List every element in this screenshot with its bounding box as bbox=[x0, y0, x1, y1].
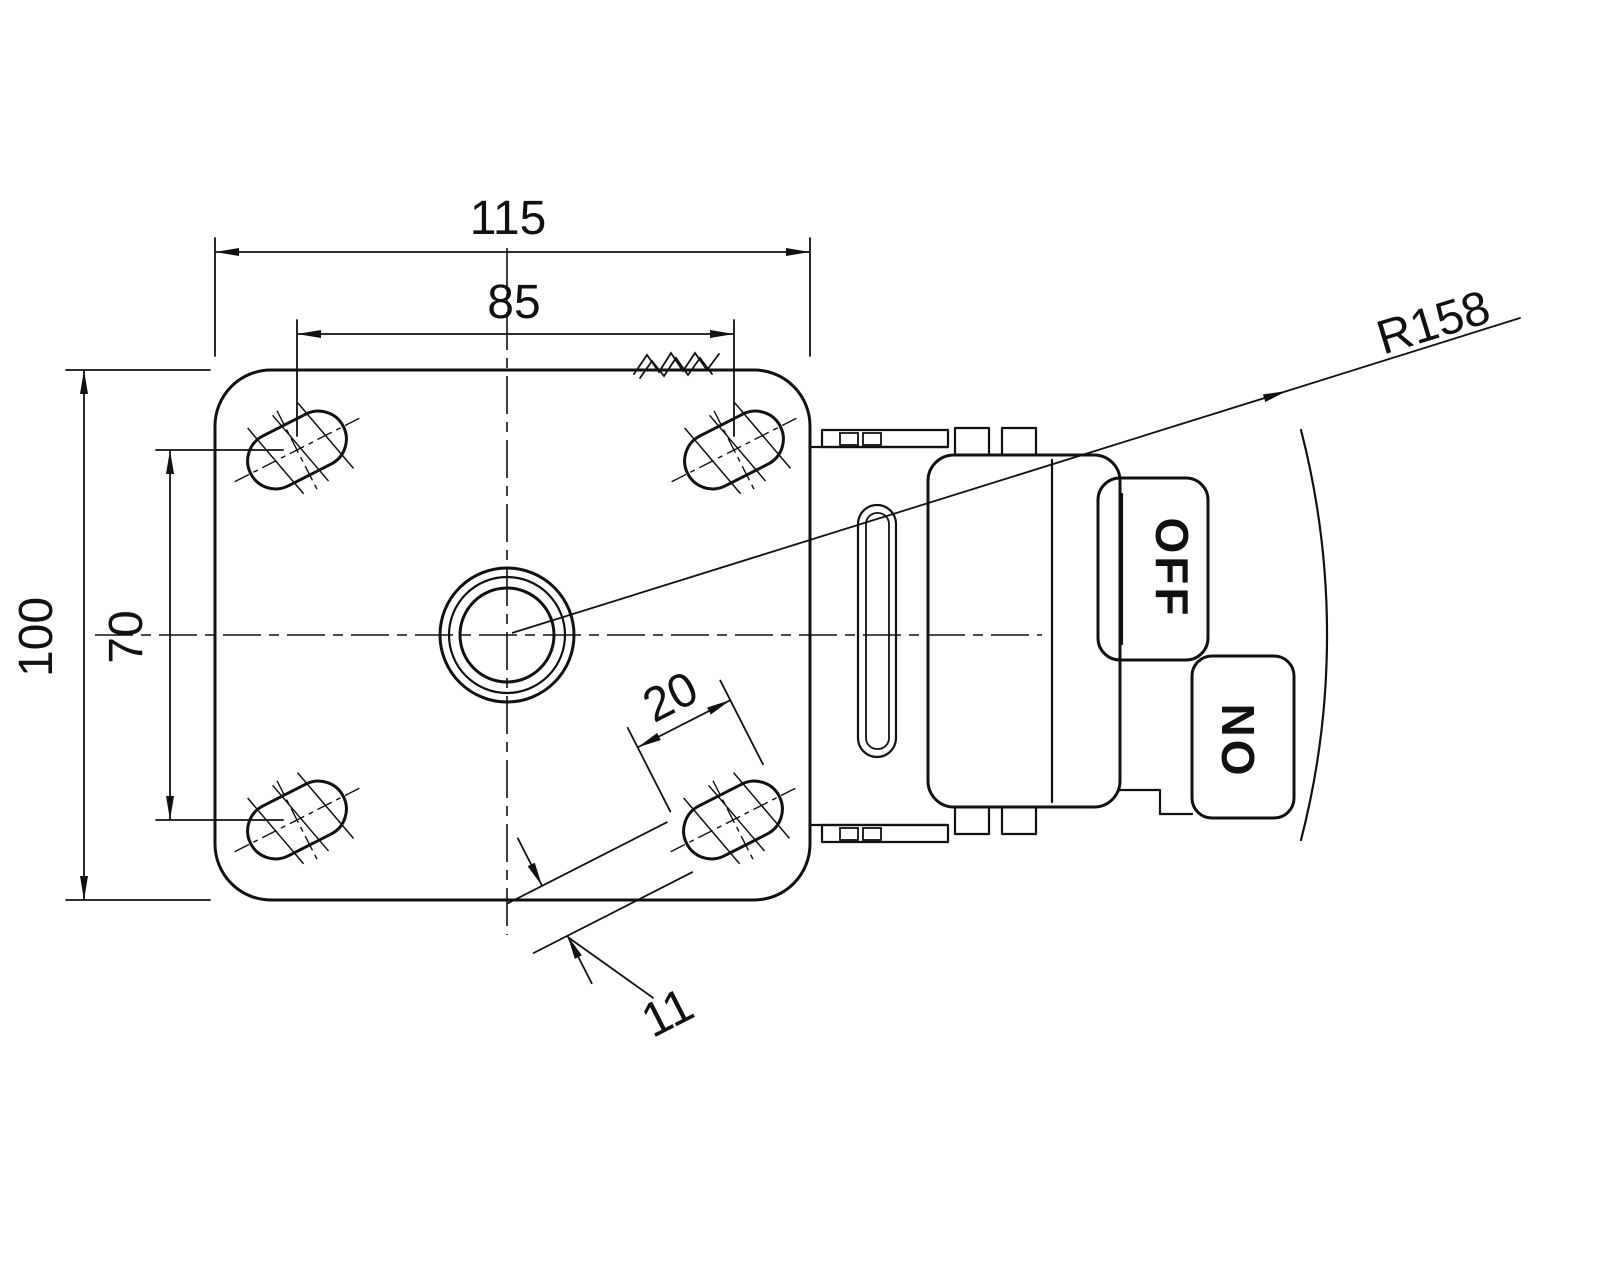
slot-hole-top-right bbox=[671, 402, 797, 495]
center-bore-chamfer bbox=[447, 575, 567, 695]
thread-symbol bbox=[633, 351, 720, 379]
dimension-plate-width: 115 bbox=[214, 192, 811, 357]
dimension-plate-height: 100 bbox=[10, 369, 211, 901]
brake-pedal-on: ON bbox=[1118, 654, 1296, 820]
kingpin-slot-inner bbox=[865, 512, 890, 750]
housing-tab bbox=[953, 805, 991, 836]
off-pedal-outline bbox=[1096, 476, 1210, 662]
brake-pedal-off: OFF bbox=[1096, 476, 1210, 662]
slot-hole-bottom-right: 20 11 bbox=[507, 662, 796, 1048]
fork-brake-assembly: OFF ON bbox=[808, 426, 1329, 844]
fork-bottom-band bbox=[820, 823, 950, 844]
housing-tab bbox=[1000, 805, 1038, 836]
wheel-radius-arc bbox=[1299, 428, 1329, 842]
dimension-label-plate-width: 115 bbox=[470, 192, 547, 245]
on-pedal-label: ON bbox=[1212, 701, 1264, 776]
dimension-label-bolt-spacing-horizontal: 85 bbox=[487, 276, 540, 329]
centerlines bbox=[95, 248, 1042, 935]
mounting-plate: 20 11 bbox=[213, 351, 812, 1048]
kingpin-slot-outer bbox=[856, 503, 898, 759]
dimension-bolt-spacing-horizontal: 85 bbox=[296, 276, 735, 437]
center-bore-inner bbox=[458, 586, 556, 684]
slot-hole-bottom-left bbox=[234, 772, 360, 865]
fork-top-band bbox=[820, 428, 950, 449]
dimension-label-bolt-spacing-vertical: 70 bbox=[100, 610, 153, 663]
dimension-label-wheel-radius: R158 bbox=[1371, 281, 1496, 365]
off-pedal-label: OFF bbox=[1146, 518, 1198, 619]
dimension-bolt-spacing-vertical: 70 bbox=[100, 449, 284, 821]
dimension-slot-width: 11 bbox=[507, 821, 702, 1048]
dimension-label-plate-height: 100 bbox=[10, 597, 63, 677]
on-pedal-outline bbox=[1190, 654, 1296, 820]
dimension-slot-length: 20 bbox=[626, 662, 764, 813]
center-bore-outer bbox=[438, 566, 576, 704]
brake-housing bbox=[926, 453, 1122, 809]
housing-tab bbox=[953, 426, 991, 457]
dimension-label-slot-length: 20 bbox=[635, 662, 707, 733]
housing-tab bbox=[1000, 426, 1038, 457]
slot-hole-top-left bbox=[234, 402, 360, 495]
dimension-label-slot-width: 11 bbox=[633, 978, 701, 1048]
